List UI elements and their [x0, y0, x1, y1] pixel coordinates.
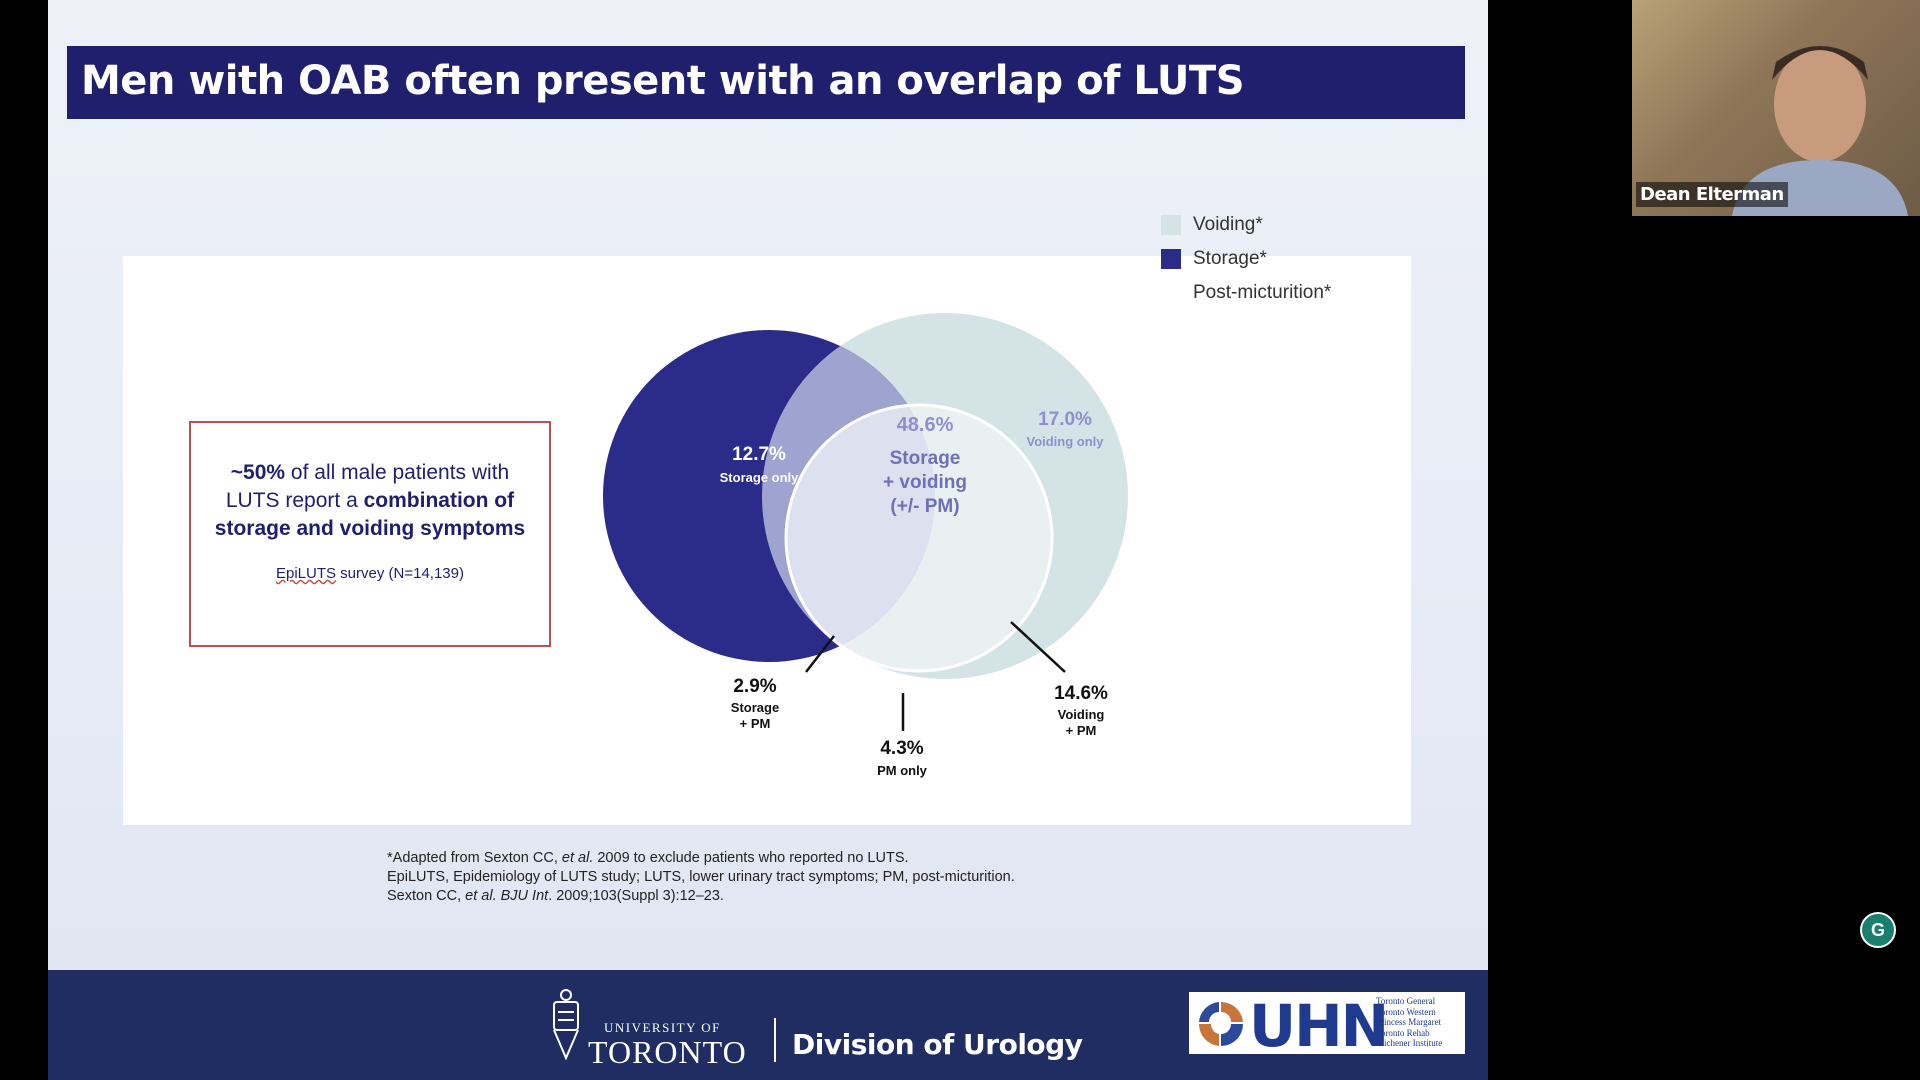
callout-source: EpiLUTS survey (N=14,139)	[191, 565, 549, 582]
legend-label-storage: Storage*	[1193, 248, 1267, 269]
footnote-3a: Sexton CC,	[387, 888, 466, 904]
uhn-swirl-icon	[1198, 1001, 1243, 1046]
slide-title: Men with OAB often present with an overl…	[81, 58, 1245, 104]
uoft-line-1: UNIVERSITY OF	[604, 1020, 721, 1035]
voiding-only-pct: 17.0%	[1038, 409, 1092, 430]
legend-item-voiding: Voiding*	[1161, 208, 1331, 242]
leader-storage-pm	[805, 635, 835, 673]
pm-only-pct: 4.3%	[880, 738, 923, 759]
presentation-slide: Men with OAB often present with an overl…	[48, 0, 1488, 1080]
callout-text-a: of all male patients with LUTS report a	[225, 461, 510, 512]
venn-diagram: 12.7% Storage only 48.6% Storage + voidi…	[603, 313, 1128, 778]
content-panel: ~50% of all male patients with LUTS repo…	[123, 256, 1411, 825]
uhn-sites: Toronto General Toronto Western Princess…	[1376, 996, 1442, 1049]
footnote-3b: . 2009;103(Suppl 3):12–23.	[548, 888, 724, 904]
center-label-3: (+/- PM)	[890, 496, 959, 517]
participant-name: Dean Elterman	[1636, 182, 1788, 207]
uhn-site: Toronto General	[1376, 996, 1436, 1006]
storage-only-pct: 12.7%	[732, 444, 786, 465]
leader-voiding-pm	[1010, 621, 1066, 673]
footnote-1a: *Adapted from Sexton CC,	[387, 850, 562, 866]
callout-bold: combination of storage and voiding sympt…	[214, 489, 526, 540]
uhn-site: Michener Institute	[1376, 1038, 1443, 1048]
voiding-pm-pct: 14.6%	[1054, 683, 1108, 704]
legend-label-voiding: Voiding*	[1193, 214, 1263, 235]
legend-item-pm: Post-micturition*	[1161, 276, 1331, 310]
footnote-line-1: *Adapted from Sexton CC, et al. 2009 to …	[387, 849, 1015, 868]
footnote-line-3: Sexton CC, et al. BJU Int. 2009;103(Supp…	[387, 887, 1015, 906]
division-label: Division of Urology	[792, 1028, 1083, 1061]
uoft-crest-icon	[553, 989, 579, 1061]
venn-legend: Voiding* Storage* Post-micturition*	[1161, 208, 1331, 310]
storage-only-label: Storage only	[720, 470, 800, 485]
uhn-site: Toronto Rehab	[1376, 1027, 1430, 1038]
legend-swatch-voiding	[1161, 215, 1181, 235]
slide-footnote: *Adapted from Sexton CC, et al. 2009 to …	[387, 849, 1015, 906]
legend-swatch-pm	[1161, 283, 1181, 303]
uhn-wordmark: UHN	[1249, 992, 1389, 1060]
voiding-only-label: Voiding only	[1026, 434, 1104, 449]
callout-source-rest: survey (N=14,139)	[336, 565, 464, 582]
voiding-pm-label-2: + PM	[1066, 723, 1097, 738]
legend-swatch-storage	[1161, 249, 1181, 269]
pm-only-label: PM only	[877, 763, 928, 778]
footnote-1b: 2009 to exclude patients who reported no…	[593, 850, 909, 866]
uoft-line-2: TORONTO	[588, 1034, 747, 1070]
uhn-site: Princess Margaret	[1376, 1017, 1442, 1027]
callout-pct: ~50%	[230, 461, 286, 484]
uhn-logo: UHN Toronto General Toronto Western Prin…	[1189, 992, 1465, 1060]
storage-pm-label-2: + PM	[740, 716, 771, 731]
pm-circle-outline	[784, 403, 1054, 673]
center-overlap	[786, 405, 935, 662]
footnote-3i: et al. BJU Int	[465, 888, 549, 904]
grammarly-icon[interactable]: G	[1860, 912, 1896, 948]
slide-footer: UNIVERSITY OF TORONTO Division of Urolog…	[48, 970, 1488, 1080]
uhn-site: Toronto Western	[1376, 1006, 1436, 1017]
footnote-line-2: EpiLUTS, Epidemiology of LUTS study; LUT…	[387, 869, 1015, 885]
center-pct: 48.6%	[897, 414, 954, 436]
legend-label-pm: Post-micturition*	[1193, 282, 1332, 303]
slide-title-bar: Men with OAB often present with an overl…	[67, 46, 1465, 119]
footnote-1i: et al.	[561, 850, 594, 866]
storage-pm-label-1: Storage	[731, 700, 779, 715]
callout-box: ~50% of all male patients with LUTS repo…	[189, 421, 551, 647]
storage-pm-pct: 2.9%	[733, 676, 776, 697]
voiding-pm-label-1: Voiding	[1058, 707, 1105, 722]
legend-item-storage: Storage*	[1161, 242, 1331, 276]
participant-video-tile[interactable]: Dean Elterman	[1632, 0, 1920, 216]
callout-text: ~50% of all male patients with LUTS repo…	[203, 459, 537, 543]
footer-separator	[774, 1018, 776, 1062]
center-label-1: Storage	[890, 448, 961, 469]
center-label-2: + voiding	[883, 472, 967, 493]
callout-source-squiggle: EpiLUTS	[275, 565, 337, 582]
